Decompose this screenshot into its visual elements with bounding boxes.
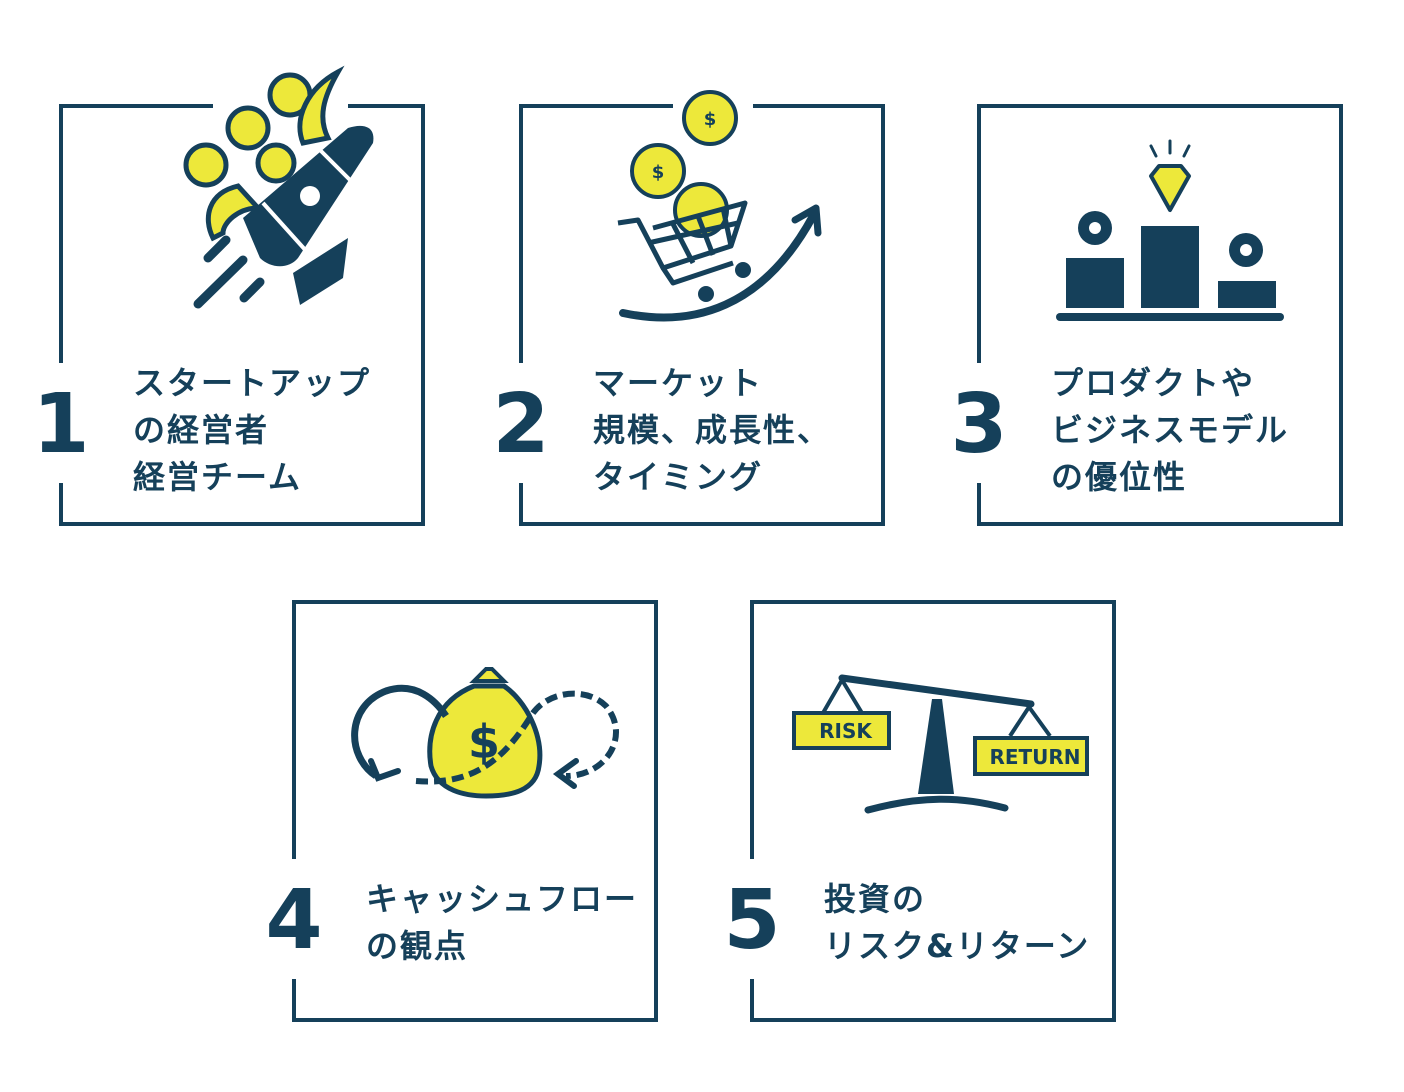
balance-scale-icon [792,674,1089,814]
card-line: ビジネスモデル [1051,411,1290,449]
podium-diamond-icon [1056,139,1284,321]
card-text: スタートアップ の経営者 経営チーム [133,360,371,501]
card-line: スタートアップ [133,364,372,402]
card-number: 5 [723,873,781,968]
card-text: マーケット 規模、成長性、 タイミング [593,360,831,501]
rocket-team-icon [183,65,374,309]
card-startup-management: 1 スタートアップ の経営者 経営チーム [32,65,425,526]
card-risk-return: 5 投資の リスク&リターン RISK RETURN [723,600,1116,1022]
card-text: 投資の リスク&リターン [824,876,1090,970]
card-line: プロダクトや [1051,364,1256,402]
return-label: RETURN [989,745,1081,769]
card-number: 1 [32,377,90,472]
risk-label: RISK [819,719,872,743]
card-line: リスク&リターン [824,927,1091,965]
card-line: マーケット [593,364,764,402]
svg-text:$: $ [704,109,717,130]
money-bag-cycle-icon: $ [351,667,619,799]
card-number: 4 [265,873,323,968]
card-number: 3 [950,377,1008,472]
svg-text:$: $ [652,162,665,183]
card-text: プロダクトや ビジネスモデル の優位性 [1051,360,1289,501]
card-line: の観点 [366,927,469,965]
card-line: 経営チーム [133,458,303,496]
card-line: キャッシュフロー [366,880,639,918]
card-line: の優位性 [1051,458,1188,496]
card-market: 2 マーケット 規模、成長性、 タイミング $$ [492,90,885,526]
card-line: 規模、成長性、 [593,411,832,449]
card-line: タイミング [593,458,764,496]
shopping-cart-growth-icon: $$ [617,90,822,322]
card-product: 3 プロダクトや ビジネスモデル の優位性 [950,104,1343,526]
card-line: の経営者 [133,411,270,449]
card-number: 2 [492,377,550,472]
card-text: キャッシュフロー の観点 [366,876,638,970]
card-line: 投資の [824,880,927,918]
card-cashflow: 4 キャッシュフロー の観点 $ [265,600,658,1022]
